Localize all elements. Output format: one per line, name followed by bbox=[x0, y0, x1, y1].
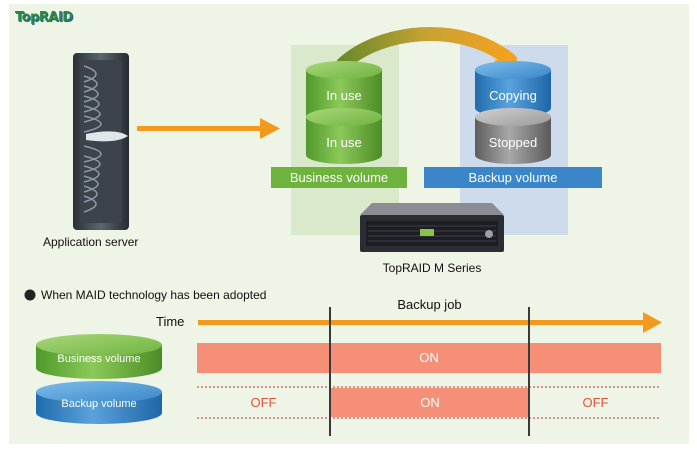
backup-on-bar bbox=[330, 388, 530, 417]
time-label: Time bbox=[156, 314, 185, 329]
application-server-label: Application server bbox=[43, 235, 139, 249]
device-label: TopRAID M Series bbox=[382, 261, 482, 275]
business-disk-bottom-label: In use bbox=[326, 135, 362, 150]
time-arrow-shaft bbox=[198, 320, 646, 325]
business-volume-label: Business volume bbox=[289, 170, 389, 185]
topraid-logo: TopRAID bbox=[15, 10, 73, 25]
timeline-business-label: Business volume bbox=[57, 353, 141, 365]
backup-disk-top bbox=[475, 61, 551, 117]
business-volume-label-bar bbox=[271, 167, 407, 188]
backup-volume-label-bar bbox=[424, 167, 602, 188]
copy-arc-arrow bbox=[336, 27, 517, 71]
time-arrow-head bbox=[643, 312, 662, 333]
business-disk-top-label: In use bbox=[326, 88, 362, 103]
business-on-bar bbox=[197, 343, 661, 373]
business-on-text: ON bbox=[419, 350, 439, 365]
maid-heading: When MAID technology has been adopted bbox=[41, 288, 267, 302]
backup-disk-top-label: Copying bbox=[489, 88, 537, 103]
business-disk-bottom bbox=[306, 108, 382, 164]
topraid-device-icon bbox=[360, 203, 504, 252]
timeline-backup-label: Backup volume bbox=[61, 398, 137, 410]
server-to-business-arrow-shaft bbox=[137, 126, 263, 131]
backup-disk-bottom bbox=[475, 108, 551, 164]
server-to-business-arrow-head bbox=[260, 118, 280, 139]
timeline-backup-disk bbox=[36, 381, 162, 424]
backup-volume-label: Backup volume bbox=[468, 170, 558, 185]
timeline-business-disk bbox=[36, 334, 162, 379]
backup-off-before-text: OFF bbox=[250, 395, 277, 410]
bullet-icon bbox=[24, 289, 36, 301]
backup-on-text: ON bbox=[420, 395, 440, 410]
server-icon bbox=[73, 53, 129, 230]
backup-off-after-text: OFF bbox=[582, 395, 609, 410]
backup-disk-bottom-label: Stopped bbox=[488, 135, 538, 150]
backup-job-label: Backup job bbox=[397, 297, 462, 312]
